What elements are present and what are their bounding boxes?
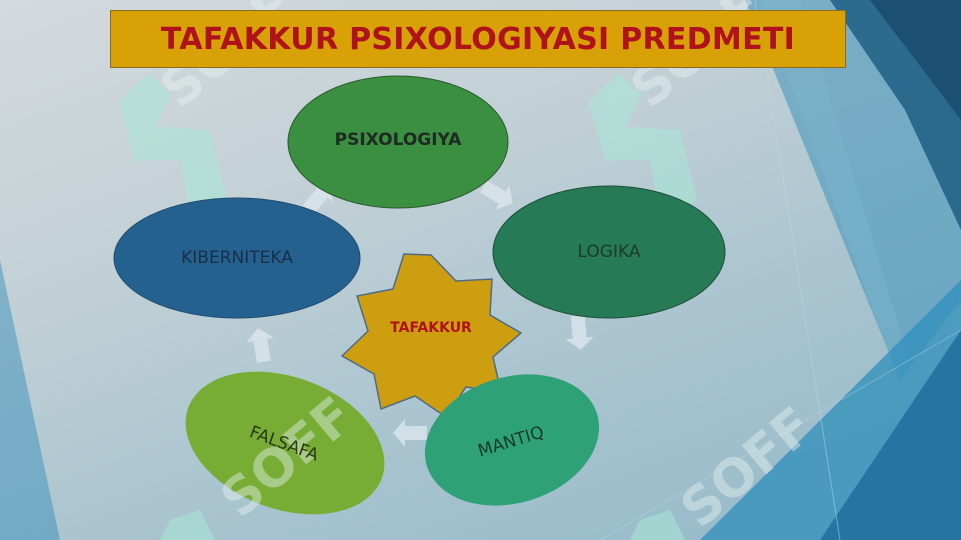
node-psixologiya-shape [287, 75, 509, 209]
page-title: TAFAKKUR PSIXOLOGIYASI PREDMETI [160, 21, 796, 57]
title-banner: TAFAKKUR PSIXOLOGIYASI PREDMETI [110, 10, 846, 68]
node-kiberniteka-shape [113, 197, 361, 319]
node-mantiq-shape [424, 374, 600, 506]
arrow-icon-1 [479, 180, 513, 210]
cycle-arrows [246, 180, 594, 447]
node-falsafa-shape [185, 371, 385, 515]
watermark-logo-shapes [118, 73, 698, 540]
node-logika-shape [492, 185, 726, 319]
node-kiberniteka-label: KIBERNITEKA [181, 248, 293, 268]
center-star [340, 253, 523, 419]
arrow-icon-3 [393, 419, 427, 447]
node-psixologiya-label: PSIXOLOGIYA [334, 130, 462, 150]
arrow-icon-2 [565, 315, 594, 350]
center-label: TAFAKKUR [390, 320, 472, 336]
arrow-icon-4 [246, 328, 274, 363]
node-logika-label: LOGIKA [577, 242, 641, 262]
